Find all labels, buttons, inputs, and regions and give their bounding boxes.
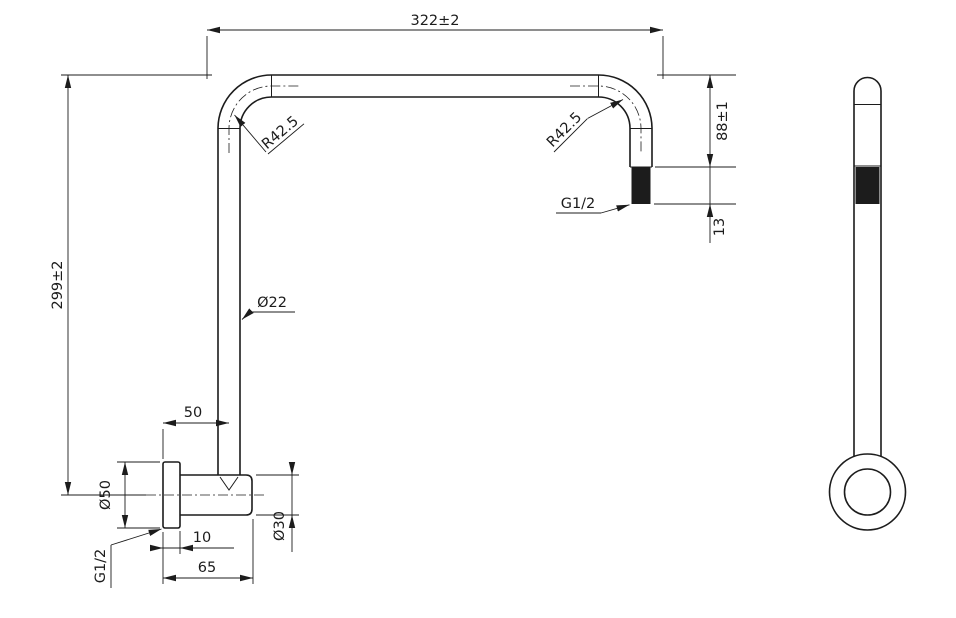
elbow-boss (180, 474, 253, 516)
leader-line (587, 99, 624, 119)
dim-label-flange-thickness: 10 (193, 530, 211, 546)
side-thread-band (855, 167, 880, 204)
side-flange-outer-circle (828, 453, 907, 531)
bend-centerline-right (570, 85, 642, 153)
label-outlet-thread: G1/2 (561, 196, 596, 212)
leader-underline (553, 118, 588, 153)
leader-line (600, 204, 630, 214)
label-inlet-thread: G1/2 (93, 549, 109, 584)
dim-label-inlet-length: 65 (198, 560, 216, 576)
side-view (828, 76, 907, 531)
label-pipe-diameter: Ø22 (257, 295, 287, 311)
leader-line (110, 528, 162, 546)
dim-label-boss-diameter: Ø30 (272, 511, 288, 541)
leader-underline (267, 123, 305, 155)
dim-label-wall-offset: 50 (184, 405, 202, 421)
pipe-outer-contour (217, 74, 653, 475)
front-view (146, 74, 653, 529)
dim-label-thread-length: 13 (712, 218, 728, 236)
pipe-inner-contour (239, 96, 631, 475)
label-bend-radius-left-group: R42.5 (259, 113, 305, 155)
dim-label-right-drop: 88±1 (715, 101, 731, 141)
dimensions (61, 26, 736, 588)
label-bend-radius-right-group: R42.5 (544, 109, 588, 153)
bend-centerline-left (228, 85, 300, 153)
dim-label-top-width: 322±2 (410, 13, 459, 29)
dim-label-left-height: 299±2 (50, 260, 66, 309)
side-pipe-body (853, 76, 882, 457)
outlet-thread-band (631, 167, 651, 204)
pipe-end-detail (219, 476, 239, 491)
label-bend-radius-left: R42.5 (259, 113, 302, 152)
leader-line (241, 308, 254, 320)
label-bend-radius-right: R42.5 (544, 109, 585, 150)
wall-flange (162, 461, 181, 529)
dim-label-flange-diameter: Ø50 (98, 480, 114, 510)
leader-line (234, 114, 267, 153)
side-flange-inner-circle (843, 468, 892, 516)
